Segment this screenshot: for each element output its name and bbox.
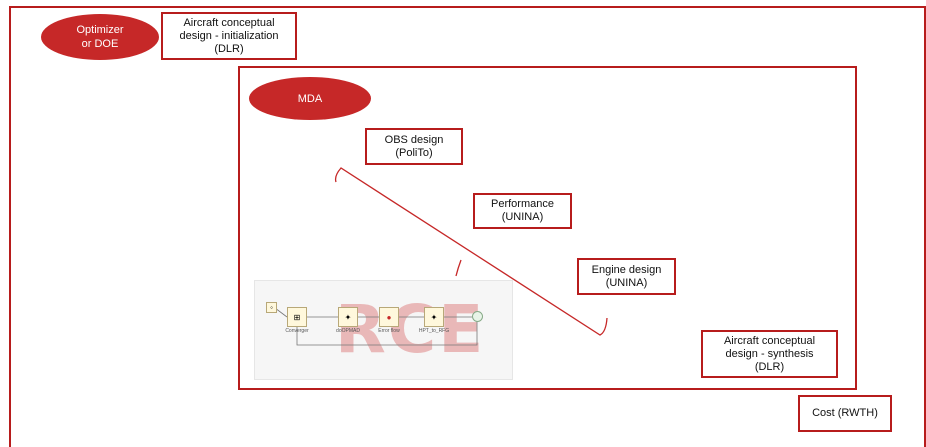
obs-box: OBS design (PoliTo) bbox=[365, 128, 463, 165]
synthesis-box: Aircraft conceptual design - synthesis (… bbox=[701, 330, 838, 378]
end-node-icon bbox=[472, 311, 483, 322]
mda-loop-frame bbox=[238, 66, 857, 390]
init-box: Aircraft conceptual design - initializat… bbox=[161, 12, 297, 60]
performance-label: Performance (UNINA) bbox=[491, 198, 554, 223]
hpt-node-icon: ✦ bbox=[424, 307, 444, 327]
engine-label: Engine design (UNINA) bbox=[591, 263, 662, 289]
workflow-connections bbox=[274, 307, 478, 346]
opmad-node-icon: ✦ bbox=[338, 307, 358, 327]
cost-box: Cost (RWTH) bbox=[798, 395, 892, 432]
init-label: Aircraft conceptual design - initializat… bbox=[179, 16, 279, 55]
rce-workflow-screenshot: RCE ◦ ⊞ Converger ✦ doOPMAD ● Error flow… bbox=[254, 280, 513, 380]
outer-loop-frame bbox=[9, 6, 926, 447]
optimizer-ellipse: Optimizer or DOE bbox=[41, 14, 159, 60]
mda-label: MDA bbox=[297, 92, 323, 105]
start-node-icon: ◦ bbox=[266, 302, 277, 313]
error-node-icon: ● bbox=[379, 307, 399, 327]
obs-label: OBS design (PoliTo) bbox=[384, 133, 444, 159]
wf-label-converger: Converger bbox=[285, 328, 309, 334]
optimizer-label: Optimizer or DOE bbox=[76, 24, 124, 50]
engine-box: Engine design (UNINA) bbox=[577, 258, 676, 295]
wf-label-hpt: HPT_to_RFG bbox=[418, 328, 450, 334]
mda-ellipse: MDA bbox=[249, 77, 371, 120]
cost-label: Cost (RWTH) bbox=[812, 407, 878, 419]
converger-node-icon: ⊞ bbox=[287, 307, 307, 327]
performance-box: Performance (UNINA) bbox=[473, 193, 572, 229]
wf-label-error: Error flow bbox=[378, 328, 400, 334]
rce-watermark: RCE bbox=[335, 291, 486, 368]
wf-label-opmad: doOPMAD bbox=[336, 328, 360, 334]
synthesis-label: Aircraft conceptual design - synthesis (… bbox=[723, 334, 816, 373]
